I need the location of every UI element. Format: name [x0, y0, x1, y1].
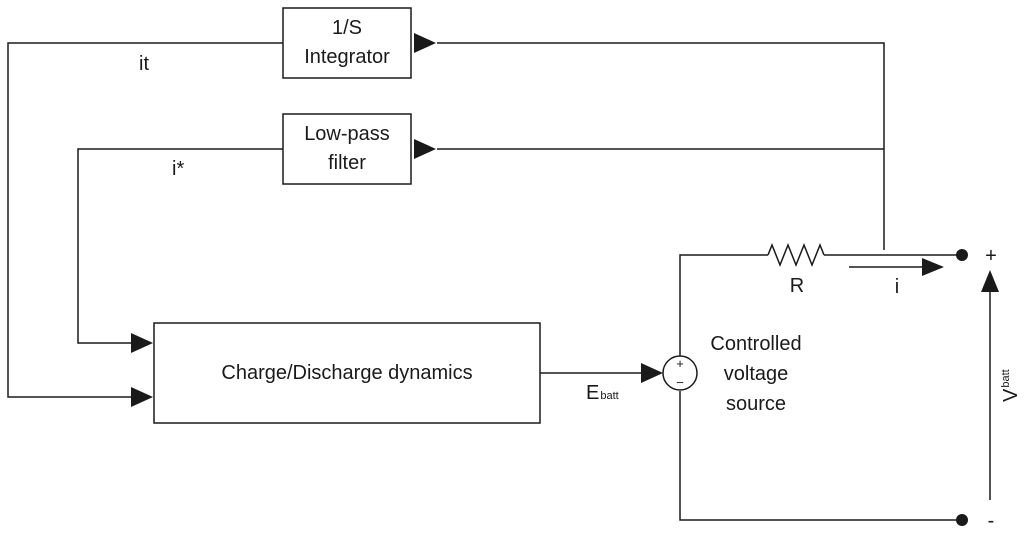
resistor-symbol	[767, 242, 825, 268]
positive-terminal-label: +	[985, 245, 997, 267]
circuit-bottom-wire	[679, 391, 962, 521]
source-minus-sign: −	[676, 375, 684, 390]
source-plus-sign: +	[676, 356, 684, 371]
integrator-feedback-wire	[414, 33, 885, 250]
vbatt-label-sub: batt	[1000, 369, 1012, 387]
current-arrow	[849, 258, 944, 276]
positive-terminal	[956, 249, 968, 261]
circuit-top-wire	[679, 242, 962, 356]
vbatt-label: Vbatt	[1000, 369, 1022, 402]
resistor-label: R	[790, 275, 804, 297]
vbatt-label-main: V	[1000, 388, 1022, 402]
negative-terminal	[956, 514, 968, 526]
lowpass-filter-block: Low-pass filter	[282, 113, 412, 185]
current-label: i	[895, 276, 899, 298]
vbatt-arrow	[981, 270, 999, 500]
negative-terminal-label: -	[988, 510, 995, 532]
ebatt-label: Ebatt	[586, 382, 619, 404]
ebatt-signal-wire	[540, 363, 663, 383]
source-label-line2: voltage	[724, 363, 789, 385]
ebatt-label-main: E	[586, 382, 599, 404]
integrator-label-line1: 1/S	[332, 17, 362, 39]
istar-signal-wire	[77, 148, 283, 353]
source-label-line3: source	[726, 393, 786, 415]
source-label-line1: Controlled	[710, 333, 801, 355]
ebatt-label-sub: batt	[600, 390, 618, 402]
istar-label: i*	[172, 158, 184, 180]
lowpass-feedback-wire	[414, 139, 884, 159]
it-signal-wire	[7, 42, 283, 407]
integrator-block: 1/S Integrator	[282, 7, 412, 79]
integrator-label-line2: Integrator	[304, 46, 390, 68]
lowpass-label-line1: Low-pass	[304, 123, 390, 145]
voltage-source-symbol: + −	[662, 355, 698, 391]
lowpass-label-line2: filter	[328, 152, 366, 174]
dynamics-label: Charge/Discharge dynamics	[221, 362, 472, 384]
it-label: it	[139, 53, 149, 75]
dynamics-block: Charge/Discharge dynamics	[153, 322, 541, 424]
